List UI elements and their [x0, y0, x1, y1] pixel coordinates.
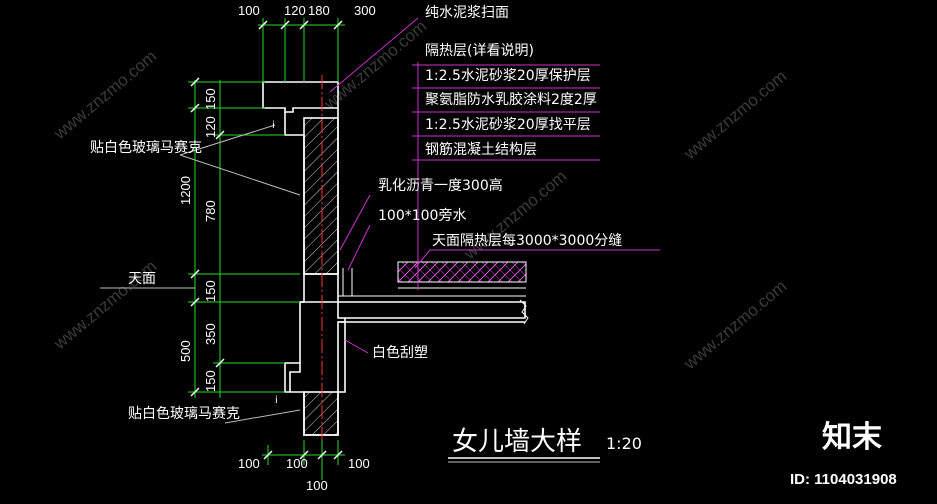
gutter [342, 268, 353, 296]
note-roof-joint: 天面隔热层每3000*3000分缝 [432, 233, 622, 249]
note-gutter: 100*100旁水 [378, 207, 466, 224]
dim-bottom-b: 100 [286, 456, 308, 471]
dim-bottom-d: 100 [306, 478, 328, 493]
drawing-title: 女儿墙大样 [452, 427, 582, 457]
mosaic-leaders [100, 124, 301, 424]
note-white-plaster: 白色刮塑 [372, 344, 428, 361]
break-mark [519, 299, 529, 325]
watermarks: www.znzmo.com www.znzmo.com www.znzmo.co… [50, 17, 791, 374]
note-emulsified-asphalt: 乳化沥青一度300高 [378, 177, 503, 194]
dim-left-500: 500 [178, 340, 193, 362]
layer-label-waterproof: 聚氨脂防水乳胶涂料2度2厚 [425, 91, 597, 108]
slope-mark: i [272, 120, 275, 131]
dim-left-350: 350 [203, 323, 218, 345]
dim-top-300: 300 [354, 3, 376, 18]
dim-top-100: 100 [238, 3, 260, 18]
watermark-text: www.znzmo.com [680, 277, 791, 374]
dim-left-150c: 150 [203, 370, 218, 392]
dim-top-120: 120 [284, 3, 306, 18]
dim-top-180: 180 [308, 3, 330, 18]
dim-left-1200: 1200 [178, 176, 193, 205]
dim-left-150b: 150 [203, 280, 218, 302]
note-roof-surface: 天面 [128, 271, 156, 287]
note-mosaic-bottom: 贴白色玻璃马赛克 [128, 405, 240, 422]
layer-label-slurry: 纯水泥浆扫面 [425, 5, 509, 21]
brand-logo: 知末 [822, 420, 882, 455]
layer-label-structure: 钢筋混凝土结构层 [425, 141, 537, 158]
dim-bottom-c: 100 [348, 456, 370, 471]
insulation-layer [397, 261, 527, 283]
layer-label-protection: 1:2.5水泥砂浆20厚保护层 [425, 68, 591, 84]
dimension-ticks [190, 20, 343, 460]
watermark-text: www.znzmo.com [680, 67, 791, 164]
layer-label-screed: 1:2.5水泥砂浆20厚找平层 [425, 117, 591, 133]
brand-id: ID: 1104031908 [790, 471, 897, 488]
layer-label-insulation: 隔热层(详看说明) [425, 43, 534, 59]
dimension-lines [188, 18, 345, 480]
watermark-text: www.znzmo.com [50, 47, 161, 144]
dim-left-150: 150 [203, 88, 218, 110]
parapet-wall [262, 81, 526, 436]
dim-bottom-a: 100 [238, 456, 260, 471]
note-mosaic-top: 贴白色玻璃马赛克 [90, 139, 202, 156]
dim-left-120: 120 [203, 116, 218, 138]
slope-mark: i [275, 395, 278, 406]
leader-lines [329, 17, 660, 354]
drawing-scale: 1:20 [606, 434, 642, 453]
dim-left-780: 780 [203, 200, 218, 222]
